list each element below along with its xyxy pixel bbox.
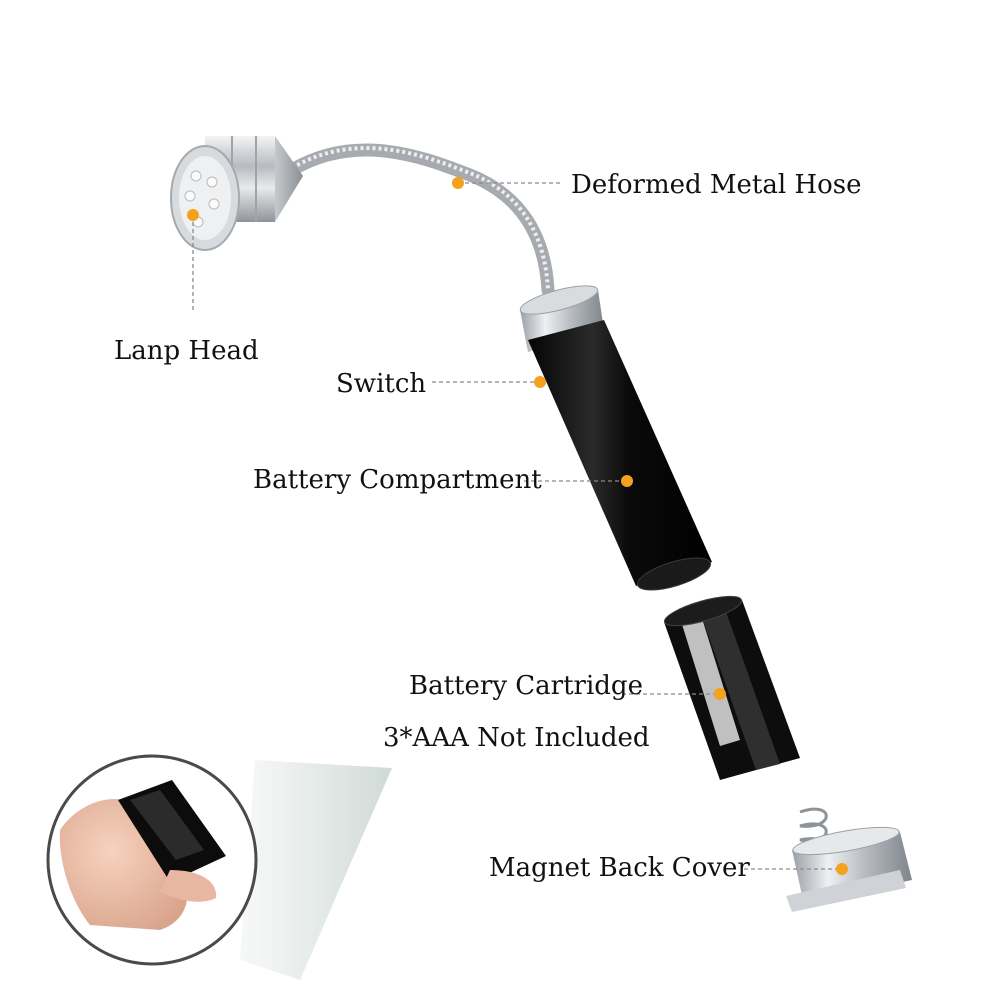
inset-hand-photo <box>46 754 258 966</box>
metal-hose-highlight <box>290 146 550 291</box>
label-battery-cartridge: Battery Cartridge <box>409 671 643 701</box>
marker-lamp-head <box>187 209 199 221</box>
marker-hose <box>452 177 464 189</box>
label-magnet-back-cover: Magnet Back Cover <box>489 853 750 883</box>
metal-hose <box>285 143 555 297</box>
label-lamp-head: Lanp Head <box>114 336 259 366</box>
markers <box>187 177 848 875</box>
marker-battery-cartridge <box>714 688 726 700</box>
flashlight-body <box>519 285 712 591</box>
marker-magnet-cover <box>836 863 848 875</box>
leader-lines <box>192 182 840 870</box>
inset-shade <box>240 760 392 980</box>
lamp-head <box>170 136 303 251</box>
label-switch: Switch <box>336 369 427 399</box>
battery-cartridge <box>663 595 800 780</box>
marker-battery-compartment <box>621 475 633 487</box>
label-battery-note: 3*AAA Not Included <box>383 723 650 753</box>
marker-switch <box>534 376 546 388</box>
magnet-back-cover <box>786 807 912 912</box>
label-deformed-metal-hose: Deformed Metal Hose <box>571 170 862 200</box>
label-battery-compartment: Battery Compartment <box>253 465 542 495</box>
